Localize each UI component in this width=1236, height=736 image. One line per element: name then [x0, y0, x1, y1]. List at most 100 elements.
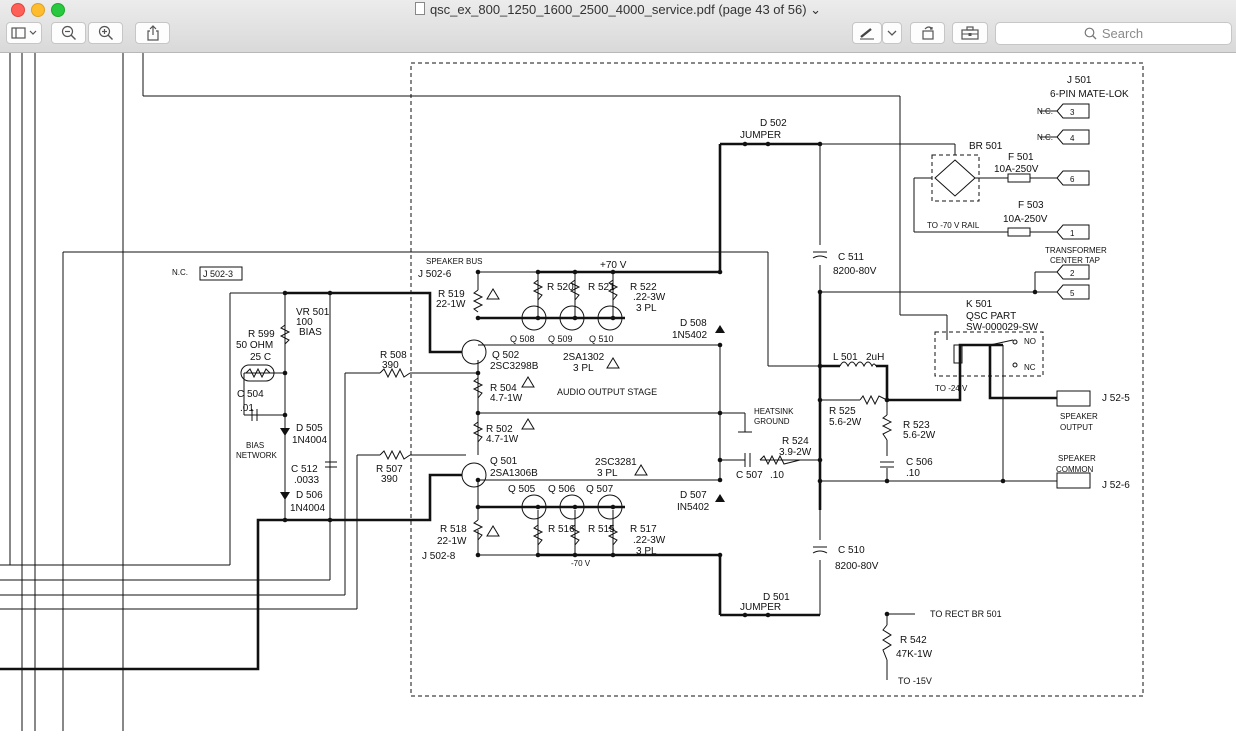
label-c506-val: .10 [906, 468, 920, 479]
label-r599: R 599 [248, 329, 275, 340]
title-chevron-icon[interactable]: ⌄ [810, 2, 822, 17]
rotate-icon [921, 26, 934, 40]
search-icon [1084, 27, 1097, 40]
label-sa1302-pl: 3 PL [573, 363, 594, 374]
label-c511: C 511 [838, 252, 864, 263]
label-r521: R 521 [588, 282, 615, 293]
label-to-rect: TO RECT BR 501 [930, 609, 1002, 619]
label-r517-val: .22-3W [633, 535, 666, 546]
label-heatsink1: HEATSINK [754, 407, 794, 416]
label-r517: R 517 [630, 524, 657, 535]
label-neg70: -70 V [571, 559, 591, 568]
label-r517-pl: 3 PL [636, 546, 657, 557]
search-field[interactable]: Search [995, 22, 1232, 45]
label-c506: C 506 [906, 457, 933, 468]
pdf-page-view[interactable]: J 501 6-PIN MATE-LOK N.C. N.C. 3 4 6 1 2… [0, 53, 1236, 731]
label-r502: R 502 [486, 424, 513, 435]
thin-wires [0, 53, 1057, 731]
label-r504: R 504 [490, 383, 517, 394]
label-q510: Q 510 [589, 334, 614, 344]
diodes-and-dots [280, 141, 1038, 618]
label-j502-3: J 502-3 [203, 269, 233, 279]
sidebar-toggle-icon [11, 27, 37, 39]
toolbox-button[interactable] [952, 22, 988, 44]
label-q502: Q 502 [492, 350, 520, 361]
window-titlebar: qsc_ex_800_1250_1600_2500_4000_service.p… [0, 0, 1236, 53]
dashed-outlines [410, 62, 1144, 697]
label-nc2: N.C. [1037, 133, 1053, 142]
label-r522-val: .22-3W [633, 292, 666, 303]
label-d505: D 505 [296, 423, 323, 434]
label-sa1302: 2SA1302 [563, 352, 605, 363]
sidebar-toggle-button[interactable] [6, 22, 42, 44]
label-d505-val: 1N4004 [292, 435, 327, 446]
label-sc3281-pl: 3 PL [597, 468, 618, 479]
components [199, 103, 1091, 661]
label-c504-val: .01 [240, 403, 254, 414]
label-vr501-val: 100 [296, 317, 313, 328]
label-f501-val: 10A-250V [994, 164, 1039, 175]
markup-menu-button[interactable] [882, 22, 902, 44]
label-r504-val: 4.7-1W [490, 393, 523, 404]
minimize-window-button[interactable] [31, 3, 45, 17]
label-r515: R 515 [588, 524, 615, 535]
label-to-neg15: TO -15V [898, 676, 932, 686]
label-pin3: 3 [1070, 108, 1075, 117]
label-pin5: 5 [1070, 289, 1075, 298]
thick-wires [0, 142, 1057, 671]
label-audio-stage: AUDIO OUTPUT STAGE [557, 387, 657, 397]
zoom-in-button[interactable] [88, 22, 123, 44]
label-d502-jumper: JUMPER [740, 130, 781, 141]
label-nc3: N.C. [172, 268, 188, 277]
window-title-text: qsc_ex_800_1250_1600_2500_4000_service.p… [429, 2, 807, 17]
label-d506-val: 1N4004 [290, 503, 325, 514]
label-d508-val: 1N5402 [672, 330, 707, 341]
toolbox-icon [961, 26, 979, 40]
label-sc3281: 2SC3281 [595, 457, 637, 468]
label-c507-val: .10 [770, 470, 784, 481]
label-transformer2: CENTER TAP [1050, 256, 1100, 265]
share-icon [146, 25, 159, 41]
label-speaker-com1: SPEAKER [1058, 454, 1096, 463]
label-j501-desc: 6-PIN MATE-LOK [1050, 89, 1129, 100]
label-r599-val: 50 OHM [236, 340, 273, 351]
label-nc1: N.C. [1037, 107, 1053, 116]
zoom-out-button[interactable] [51, 22, 86, 44]
label-c507: C 507 [736, 470, 763, 481]
label-r524: R 524 [782, 436, 809, 447]
share-button[interactable] [135, 22, 170, 44]
markup-button[interactable] [852, 22, 882, 44]
rotate-button[interactable] [910, 22, 945, 44]
pdf-document-icon [414, 2, 425, 15]
label-r519-val: 22-1W [436, 299, 466, 310]
zoom-window-button[interactable] [51, 3, 65, 17]
label-q501-val: 2SA1306B [490, 468, 538, 479]
label-to-neg70: TO -70 V RAIL [927, 221, 980, 230]
label-r518-val: 22-1W [437, 536, 467, 547]
label-heatsink2: GROUND [754, 417, 790, 426]
label-r523-val: 5.6-2W [903, 430, 936, 441]
label-c504: C 504 [237, 389, 264, 400]
label-c512: C 512 [291, 464, 318, 475]
label-speaker-out2: OUTPUT [1060, 423, 1093, 432]
schematic-diagram: J 501 6-PIN MATE-LOK N.C. N.C. 3 4 6 1 2… [0, 53, 1144, 731]
label-r522-pl: 3 PL [636, 303, 657, 314]
zoom-out-icon [61, 25, 76, 40]
label-speaker-out1: SPEAKER [1060, 412, 1098, 421]
label-to-neg24: TO -24 V [935, 384, 968, 393]
label-c511-val: 8200-80V [833, 266, 877, 277]
window-title[interactable]: qsc_ex_800_1250_1600_2500_4000_service.p… [0, 2, 1236, 18]
label-j52-5: J 52-5 [1102, 393, 1130, 404]
label-vr501: VR 501 [296, 307, 330, 318]
label-d506: D 506 [296, 490, 323, 501]
label-d501-jumper: JUMPER [740, 602, 781, 613]
label-br501: BR 501 [969, 141, 1003, 152]
zoom-in-icon [98, 25, 113, 40]
close-window-button[interactable] [11, 3, 25, 17]
label-f501: F 501 [1008, 152, 1034, 163]
label-r507: R 507 [376, 464, 403, 475]
label-speaker-com2: COMMON [1056, 465, 1094, 474]
label-q507: Q 507 [586, 484, 614, 495]
label-vr501-bias: BIAS [299, 327, 322, 338]
label-k501-part: SW-000029-SW [966, 322, 1039, 333]
